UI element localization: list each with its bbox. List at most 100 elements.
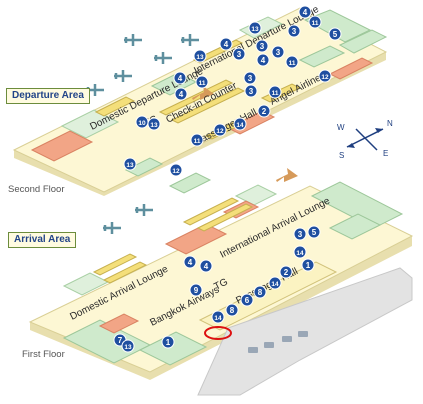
facility-marker-number: 14 [271, 281, 279, 288]
facility-marker[interactable]: 11 [268, 85, 282, 99]
facility-marker[interactable]: 13 [147, 117, 161, 131]
facility-marker[interactable]: 13 [123, 157, 137, 171]
facility-marker-number: 5 [312, 228, 317, 237]
facility-marker-circle [219, 37, 233, 51]
counter-block [328, 57, 374, 80]
facility-marker-number: 11 [194, 138, 201, 145]
facility-marker-circle [279, 265, 293, 279]
facility-marker[interactable]: 4 [183, 255, 197, 269]
facility-marker-circle [328, 27, 342, 41]
counter-block [30, 130, 94, 162]
baggage-belt [182, 197, 240, 226]
facility-marker-circle [161, 335, 175, 349]
facility-marker[interactable]: 1 [161, 335, 175, 349]
facility-marker[interactable]: 5 [328, 27, 342, 41]
facility-marker[interactable]: 13 [248, 21, 262, 35]
facility-marker[interactable]: 2 [279, 265, 293, 279]
facility-marker[interactable]: 14 [211, 310, 225, 324]
second-floor [12, 7, 388, 196]
facility-marker-circle [213, 123, 227, 137]
facility-marker-number: 6 [245, 296, 250, 305]
facility-marker[interactable]: 2 [257, 104, 271, 118]
airplane-icon [114, 70, 132, 82]
facility-marker[interactable]: 14 [293, 245, 307, 259]
facility-marker[interactable]: 4 [173, 71, 187, 85]
facility-marker-number: 8 [230, 306, 235, 315]
facility-marker[interactable]: 6 [240, 293, 254, 307]
facility-marker[interactable]: 11 [195, 75, 209, 89]
facility-marker-circle [257, 104, 271, 118]
lounge-block [60, 109, 120, 139]
facility-marker-number: 12 [321, 74, 329, 81]
facility-marker-circle [248, 21, 262, 35]
facility-marker[interactable]: 3 [293, 227, 307, 241]
facility-marker-circle [285, 55, 299, 69]
baggage-belt [102, 261, 148, 284]
facility-marker[interactable]: 3 [271, 45, 285, 59]
facility-marker-number: 14 [296, 250, 304, 257]
facility-marker[interactable]: 3 [232, 47, 246, 61]
facility-marker[interactable]: 8 [225, 303, 239, 317]
facility-marker[interactable]: 14 [268, 276, 282, 290]
facility-marker-circle [253, 285, 267, 299]
facility-marker[interactable]: 4 [219, 37, 233, 51]
facility-marker-number: 9 [194, 286, 199, 295]
facility-marker[interactable]: 3 [287, 24, 301, 38]
facility-marker-circle [307, 225, 321, 239]
facility-marker-circle [233, 117, 247, 131]
facility-marker-number: 11 [289, 60, 296, 67]
facility-marker-circle [225, 303, 239, 317]
apron-airplanes [86, 34, 199, 96]
facility-marker[interactable]: 13 [193, 49, 207, 63]
facility-marker[interactable]: 11 [190, 133, 204, 147]
facility-marker-circle [318, 69, 332, 83]
car-icon [248, 347, 258, 353]
facility-marker-number: 11 [272, 90, 279, 97]
facility-marker-number: 13 [150, 122, 158, 129]
facility-marker[interactable]: 9 [189, 283, 203, 297]
facility-marker[interactable]: 4 [199, 259, 213, 273]
facility-marker[interactable]: 12 [169, 163, 183, 177]
facility-marker-number: 1 [306, 261, 311, 270]
facility-marker[interactable]: 13 [121, 339, 135, 353]
facility-marker[interactable]: 5 [307, 225, 321, 239]
facility-marker-circle [256, 53, 270, 67]
facility-marker-circle [199, 259, 213, 273]
facility-marker-number: 12 [216, 128, 224, 135]
facility-marker-number: 12 [172, 168, 180, 175]
facility-marker[interactable]: 1 [301, 258, 315, 272]
facility-marker[interactable]: 3 [244, 84, 258, 98]
facility-marker[interactable]: 12 [213, 123, 227, 137]
facility-marker[interactable]: 14 [233, 117, 247, 131]
facility-marker-circle [240, 293, 254, 307]
airplane-icon [154, 52, 172, 64]
facility-marker[interactable]: 4 [256, 53, 270, 67]
facility-marker[interactable]: 3 [255, 39, 269, 53]
facility-marker[interactable]: 12 [318, 69, 332, 83]
facility-marker-circle [147, 117, 161, 131]
facility-marker-number: 10 [138, 120, 146, 127]
facility-marker-number: 4 [188, 258, 193, 267]
facility-marker-number: 1 [166, 338, 171, 347]
facility-marker[interactable]: 4 [298, 5, 312, 19]
facility-marker-number: 13 [124, 344, 132, 351]
facility-marker-number: 4 [204, 262, 209, 271]
facility-marker[interactable]: 8 [253, 285, 267, 299]
facility-marker-circle [211, 310, 225, 324]
facility-marker-number: 11 [199, 80, 206, 87]
facility-marker-circle [123, 157, 137, 171]
airplane-icon [135, 204, 153, 216]
facility-marker[interactable]: 3 [243, 71, 257, 85]
facility-marker[interactable]: 11 [285, 55, 299, 69]
lounge-block [124, 157, 164, 177]
facility-marker[interactable]: 4 [174, 87, 188, 101]
facility-marker[interactable]: 11 [308, 15, 322, 29]
facility-marker-number: 3 [249, 87, 254, 96]
lounge-block [168, 172, 212, 194]
cars [248, 331, 308, 353]
facility-marker[interactable]: 10 [135, 115, 149, 129]
facility-marker-circle [183, 255, 197, 269]
highlight-ring [204, 326, 232, 340]
